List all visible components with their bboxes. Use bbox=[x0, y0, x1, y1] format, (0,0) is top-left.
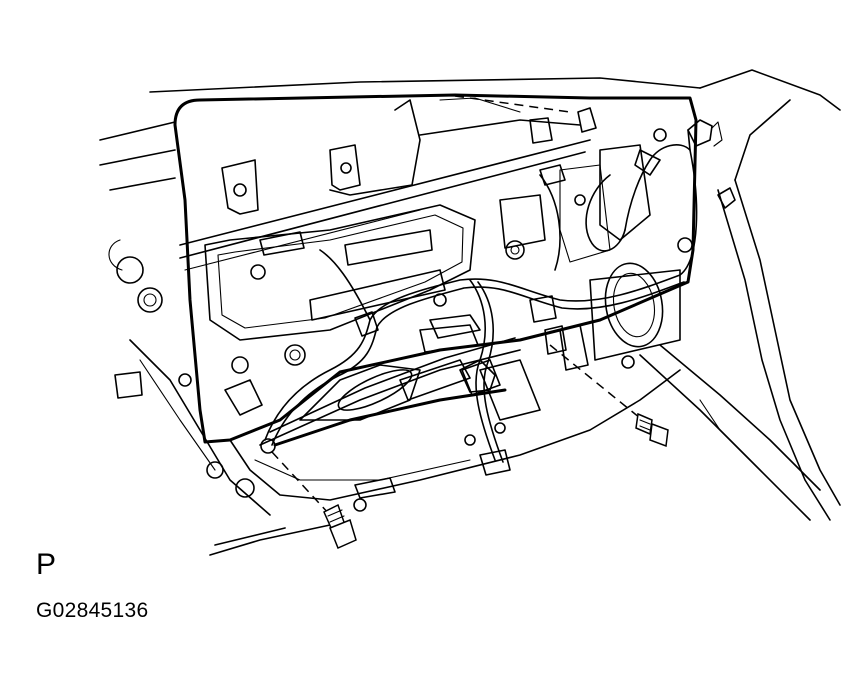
wire-harness bbox=[264, 119, 736, 476]
glass-channel bbox=[179, 95, 591, 271]
view-letter: P bbox=[36, 548, 57, 581]
lower-right-bolt bbox=[549, 344, 669, 448]
upper-brackets bbox=[221, 107, 597, 215]
speaker-opening bbox=[589, 262, 681, 361]
figure-code: G02845136 bbox=[36, 599, 149, 622]
panel-openings bbox=[204, 144, 651, 421]
window-regulator bbox=[259, 314, 521, 447]
body-pillar bbox=[209, 69, 841, 556]
lower-left-bolt bbox=[260, 438, 357, 550]
panel-holes bbox=[178, 128, 693, 512]
door-inner-panel bbox=[173, 93, 698, 444]
door-outer-edges bbox=[99, 77, 701, 516]
door-lower-edge bbox=[229, 369, 681, 501]
